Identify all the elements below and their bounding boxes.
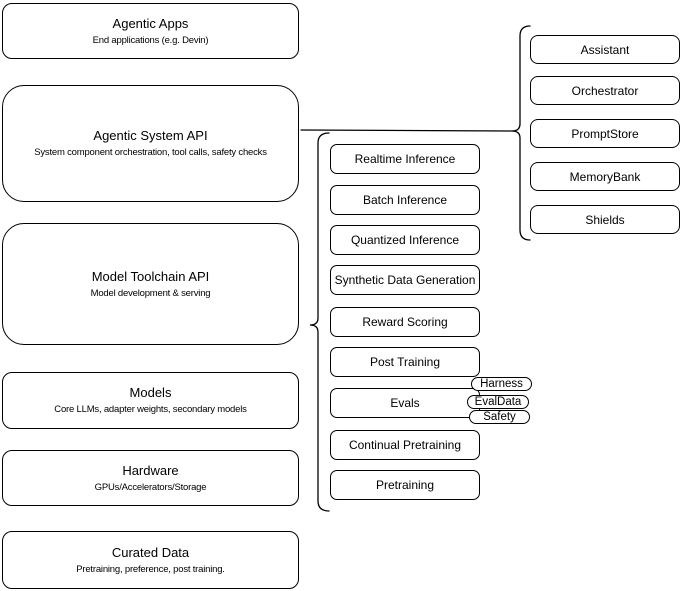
node-reward-scoring: Reward Scoring (330, 307, 480, 337)
tag-harness: Harness (471, 377, 532, 391)
node-hardware: Hardware GPUs/Accelerators/Storage (2, 450, 299, 506)
node-quantized-inference: Quantized Inference (330, 225, 480, 255)
node-subtitle: Model development & serving (90, 287, 211, 299)
node-subtitle: System component orchestration, tool cal… (34, 147, 267, 158)
node-title: Model Toolchain API (91, 268, 210, 284)
node-title: Agentic Apps (112, 15, 189, 31)
tag-safety: Safety (469, 410, 530, 424)
node-realtime-inference: Realtime Inference (330, 144, 480, 174)
node-title: Agentic System API (93, 128, 208, 143)
node-agentic-apps: Agentic Apps End applications (e.g. Devi… (2, 3, 299, 59)
node-subtitle: End applications (e.g. Devin) (92, 34, 209, 46)
node-agentic-system-api: Agentic System API System component orch… (2, 85, 299, 202)
node-title: Curated Data (111, 544, 190, 560)
node-post-training: Post Training (330, 347, 480, 377)
node-orchestrator: Orchestrator (530, 76, 680, 105)
brace-toolchain (309, 132, 330, 512)
node-subtitle: Core LLMs, adapter weights, secondary mo… (54, 404, 247, 415)
brace-system-components (511, 25, 531, 241)
node-evals: Evals (330, 388, 480, 418)
node-memorybank: MemoryBank (530, 162, 680, 191)
node-model-toolchain-api: Model Toolchain API Model development & … (2, 223, 299, 345)
node-title: Hardware (122, 462, 179, 478)
node-subtitle: GPUs/Accelerators/Storage (94, 481, 207, 493)
node-title: Models (129, 385, 172, 400)
node-assistant: Assistant (530, 35, 680, 64)
node-pretraining: Pretraining (330, 470, 480, 500)
tag-evaldata: EvalData (467, 395, 529, 409)
node-batch-inference: Batch Inference (330, 185, 480, 215)
node-models: Models Core LLMs, adapter weights, secon… (2, 372, 299, 429)
node-synthetic-data-generation: Synthetic Data Generation (330, 265, 480, 295)
node-promptstore: PromptStore (530, 119, 680, 148)
connector-system-api-to-components (300, 129, 513, 132)
node-shields: Shields (530, 205, 680, 234)
node-continual-pretraining: Continual Pretraining (330, 430, 480, 460)
node-subtitle: Pretraining, preference, post training. (76, 563, 225, 575)
node-curated-data: Curated Data Pretraining, preference, po… (2, 531, 299, 589)
